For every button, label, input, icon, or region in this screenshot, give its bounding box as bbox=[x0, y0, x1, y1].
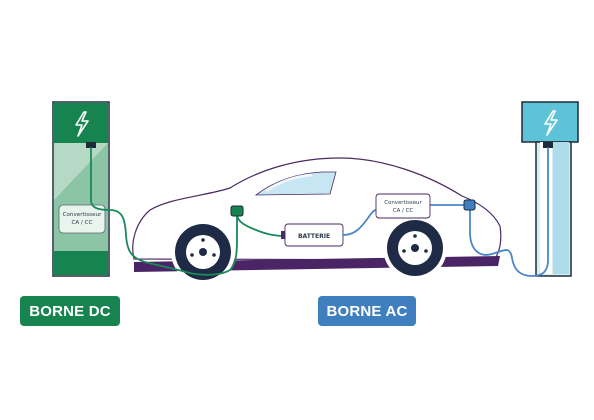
lightning-bolt-icon bbox=[75, 111, 89, 137]
rear-wheel bbox=[383, 216, 447, 280]
borne-ac-label: BORNE AC bbox=[318, 296, 416, 326]
car bbox=[132, 157, 502, 284]
ac-car-port bbox=[463, 199, 476, 211]
ac-cable bbox=[342, 147, 549, 277]
battery-label: BATTERIE bbox=[298, 233, 330, 240]
dc-cable bbox=[90, 147, 286, 276]
lightning-bolt-icon bbox=[544, 110, 558, 136]
car-window bbox=[254, 171, 337, 196]
ac-converter: Convertisseur CA / CC bbox=[375, 193, 431, 219]
ac-converter-label-2: CA / CC bbox=[393, 208, 413, 214]
ac-converter-label-1: Convertisseur bbox=[384, 200, 422, 206]
front-wheel bbox=[171, 220, 235, 284]
dc-charging-station: Convertisseur CA / CC bbox=[52, 101, 110, 277]
dc-converter-label-2: CA / CC bbox=[72, 220, 93, 226]
dc-converter-label-1: Convertisseur bbox=[63, 212, 102, 218]
borne-dc-label: BORNE DC bbox=[20, 296, 120, 326]
dc-car-port bbox=[230, 205, 244, 217]
dc-converter-box bbox=[58, 204, 106, 234]
battery: BATTERIE bbox=[281, 223, 344, 247]
ac-charging-station bbox=[521, 101, 579, 277]
